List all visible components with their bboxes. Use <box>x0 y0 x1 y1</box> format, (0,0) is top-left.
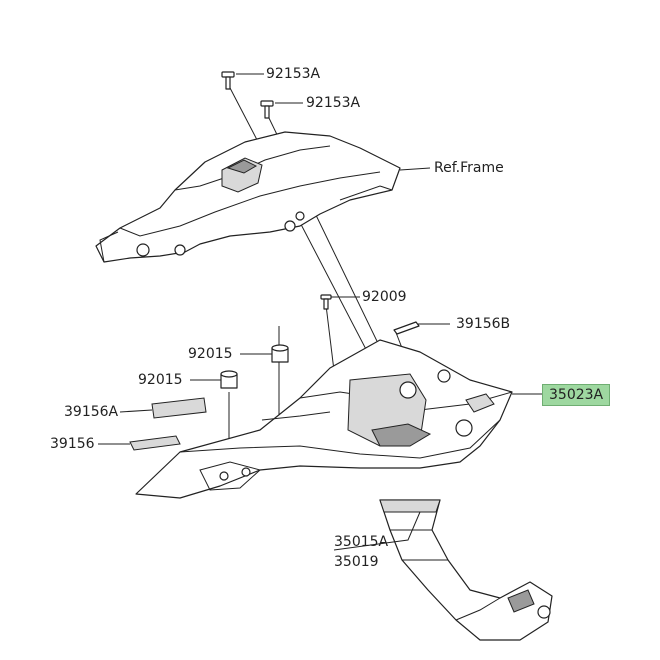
label-92015-b: 92015 <box>138 372 183 388</box>
label-35015A: 35015A <box>334 534 389 550</box>
label-92153A-top: 92153A <box>266 66 321 82</box>
label-92153A-mid: 92153A <box>306 95 361 111</box>
label-92015-a: 92015 <box>188 346 233 362</box>
bolt-92009 <box>320 294 332 310</box>
label-39156A: 39156A <box>64 404 119 420</box>
label-39156B: 39156B <box>456 316 511 332</box>
label-ref-frame: Ref.Frame <box>434 160 504 176</box>
label-92009: 92009 <box>362 289 407 305</box>
pad-39156 <box>129 435 181 451</box>
label-39156: 39156 <box>50 436 95 452</box>
seat-cowl-35023A <box>135 339 513 499</box>
bolt-92153A-top <box>221 71 235 90</box>
bolt-92153A-mid <box>260 100 274 119</box>
ref-frame-part <box>95 131 401 263</box>
collar-92015-a <box>271 344 289 363</box>
label-35019: 35019 <box>334 554 379 570</box>
label-35023A-highlighted[interactable]: 35023A <box>542 384 611 406</box>
subframe-35015A <box>379 499 553 641</box>
collar-92015-b <box>220 370 238 389</box>
leader-35015A <box>333 511 421 551</box>
pin-39156B <box>393 321 420 335</box>
leader-39156A <box>119 409 153 413</box>
pad-39156A <box>151 397 207 419</box>
leader-ref-frame <box>399 167 431 171</box>
